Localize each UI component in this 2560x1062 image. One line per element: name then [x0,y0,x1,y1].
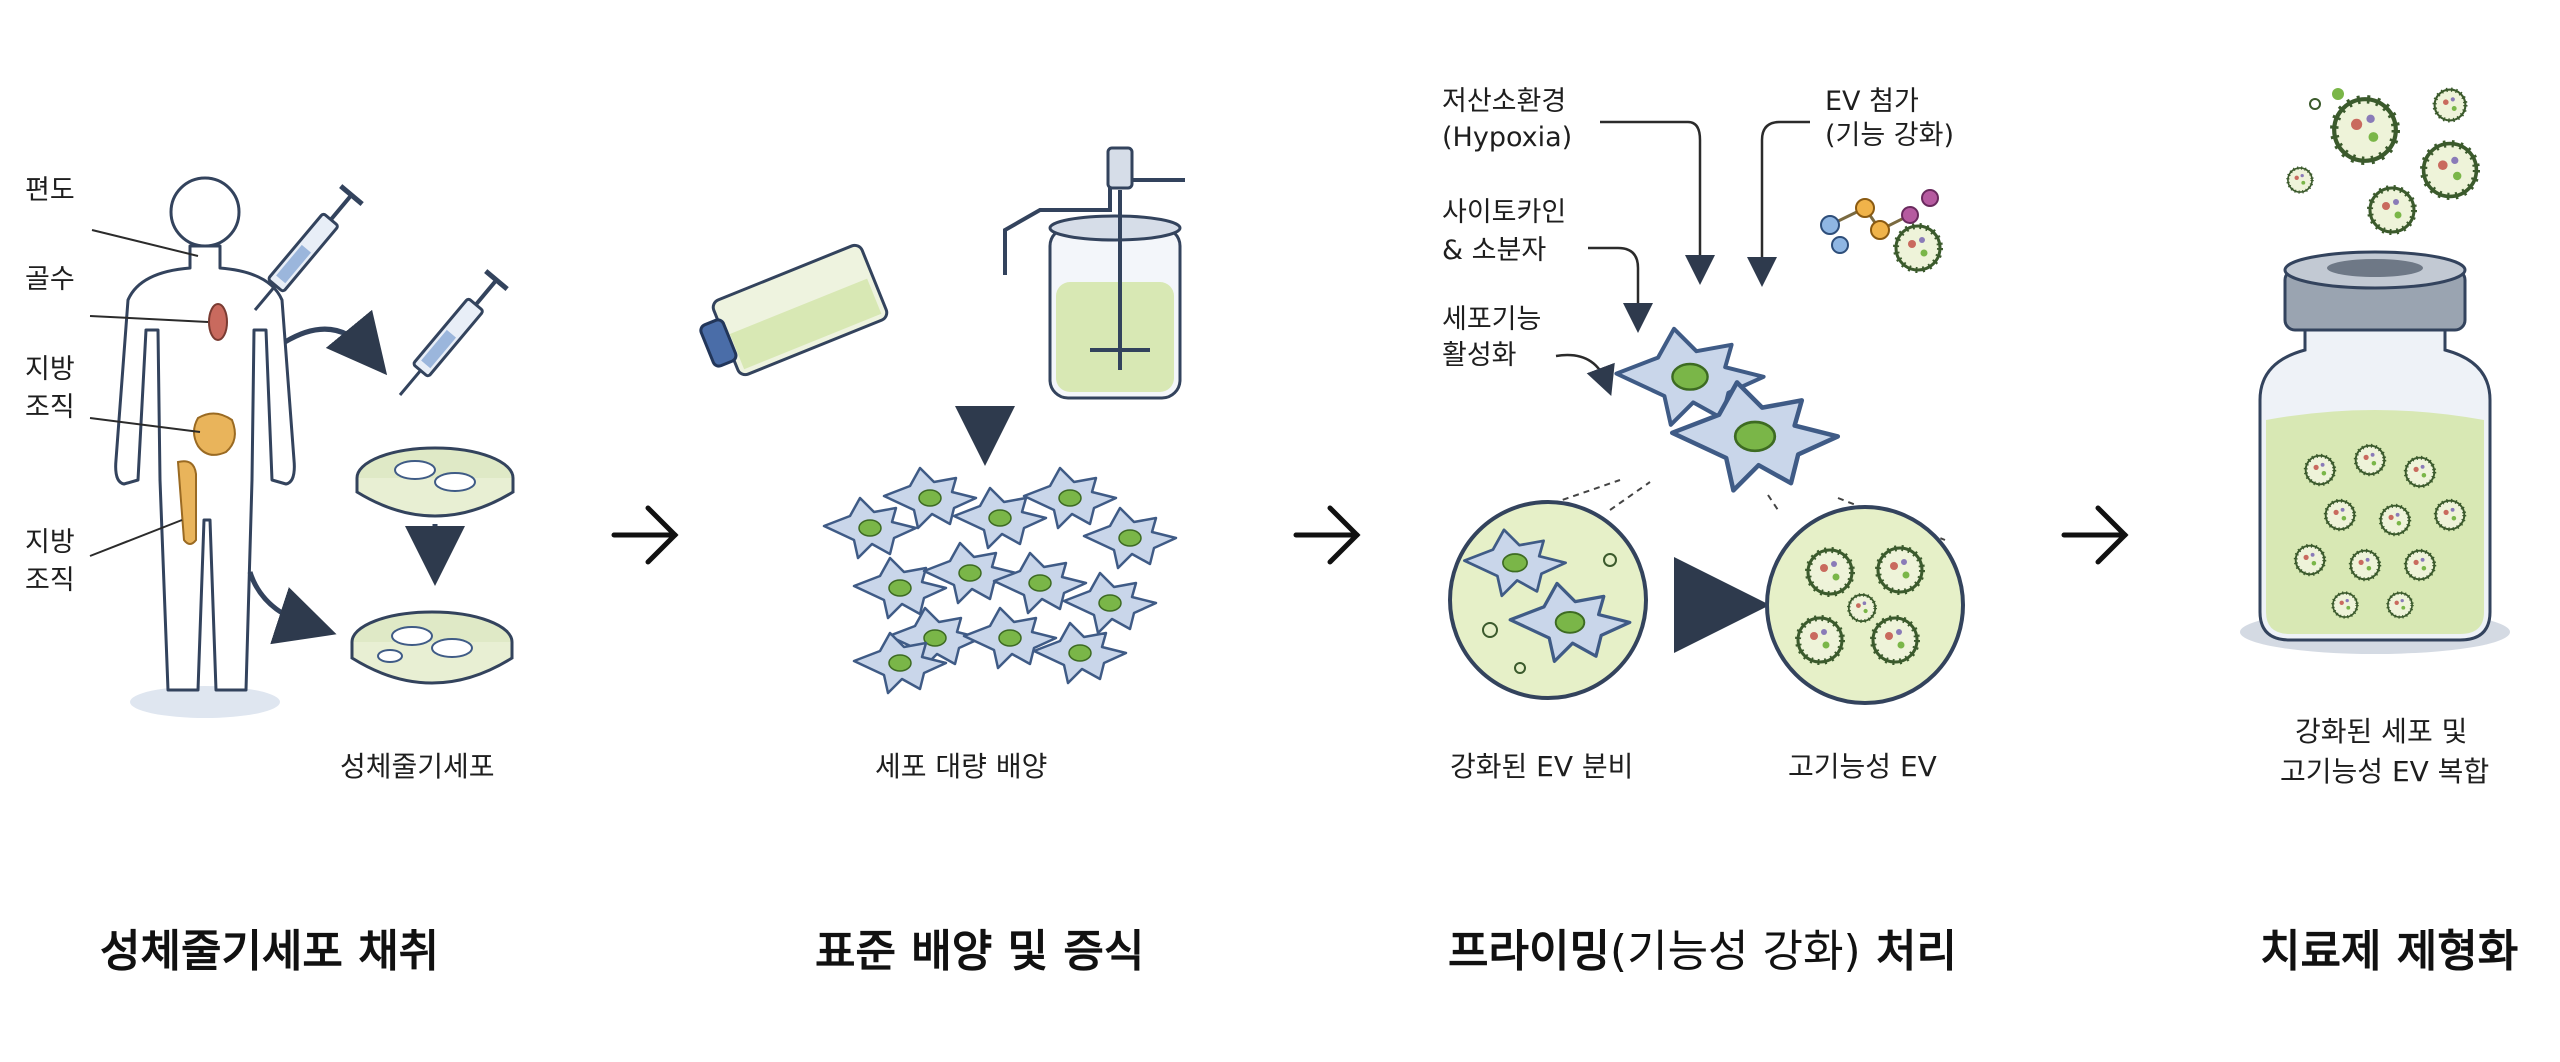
vesicle-icon [1896,226,1940,270]
flow-arrow-icon [283,309,388,376]
stem-cell-icon [1616,329,1837,491]
culture-flask-icon [699,243,889,377]
floating-ev-group [2286,88,2477,232]
syringe-icon [253,184,364,311]
ev-add-label-1: EV 첨가 [1825,86,1919,117]
petri-dish-icon [355,446,515,518]
stage1-title: 성체줄기세포 채취 [100,926,440,977]
arrow-right-icon [1293,505,1361,565]
ev-add-label-2: (기능 강화) [1825,120,1955,151]
stage3-title-sub: (기능성 강화) [1609,926,1861,977]
arrow-right-icon [611,505,679,565]
arrow-right-icon [2061,505,2129,565]
tonsil-label: 편도 [25,175,75,206]
petri-dish-icon [350,610,514,685]
molecule-icon [1820,189,1939,254]
stage1-caption: 성체줄기세포 [340,750,495,783]
high-function-ev-magnifier [1765,505,1965,705]
stage4-title: 치료제 제형화 [2260,926,2519,977]
stage2-caption: 세포 대량 배양 [875,750,1048,783]
label-leader-lines [89,229,209,557]
activation-label-1: 세포기능 [1442,304,1542,335]
adipose-label-2a: 지방 [25,527,75,558]
stage3-title-main: 프라이밍 [1448,926,1610,977]
stage2-title: 표준 배양 및 증식 [815,926,1145,977]
stage3-title: 프라이밍(기능성 강화) 처리 [1448,915,1957,979]
bioreactor-icon [1003,146,1185,400]
label-leader-lines [1555,120,1810,397]
adipose-label-2b: 조직 [25,565,75,596]
adipose-label-1b: 조직 [25,392,75,423]
vial-icon [2240,250,2510,654]
activation-label-2: 활성화 [1442,340,1517,371]
bone-marrow-label: 골수 [25,264,75,295]
stage4-caption-2: 고기능성 EV 복합 [2280,755,2490,788]
cytokine-label-1: 사이토카인 [1442,197,1567,228]
enhanced-ev-secretion-caption: 강화된 EV 분비 [1450,750,1634,783]
stem-cell-cluster [822,466,1178,695]
hypoxia-label-1: 저산소환경 [1442,86,1567,117]
ev-secretion-magnifier [1448,500,1648,700]
adipose-label-1a: 지방 [25,354,75,385]
syringe-icon [398,269,509,396]
flow-arrow-icon [247,571,337,645]
high-function-ev-caption: 고기능성 EV [1788,750,1937,783]
cytokine-label-2: & 소분자 [1442,235,1547,266]
human-body-icon [114,176,296,718]
stage3-title-end: 처리 [1860,926,1957,977]
stage4-caption-1: 강화된 세포 및 [2295,715,2468,748]
hypoxia-label-2: (Hypoxia) [1442,122,1573,153]
